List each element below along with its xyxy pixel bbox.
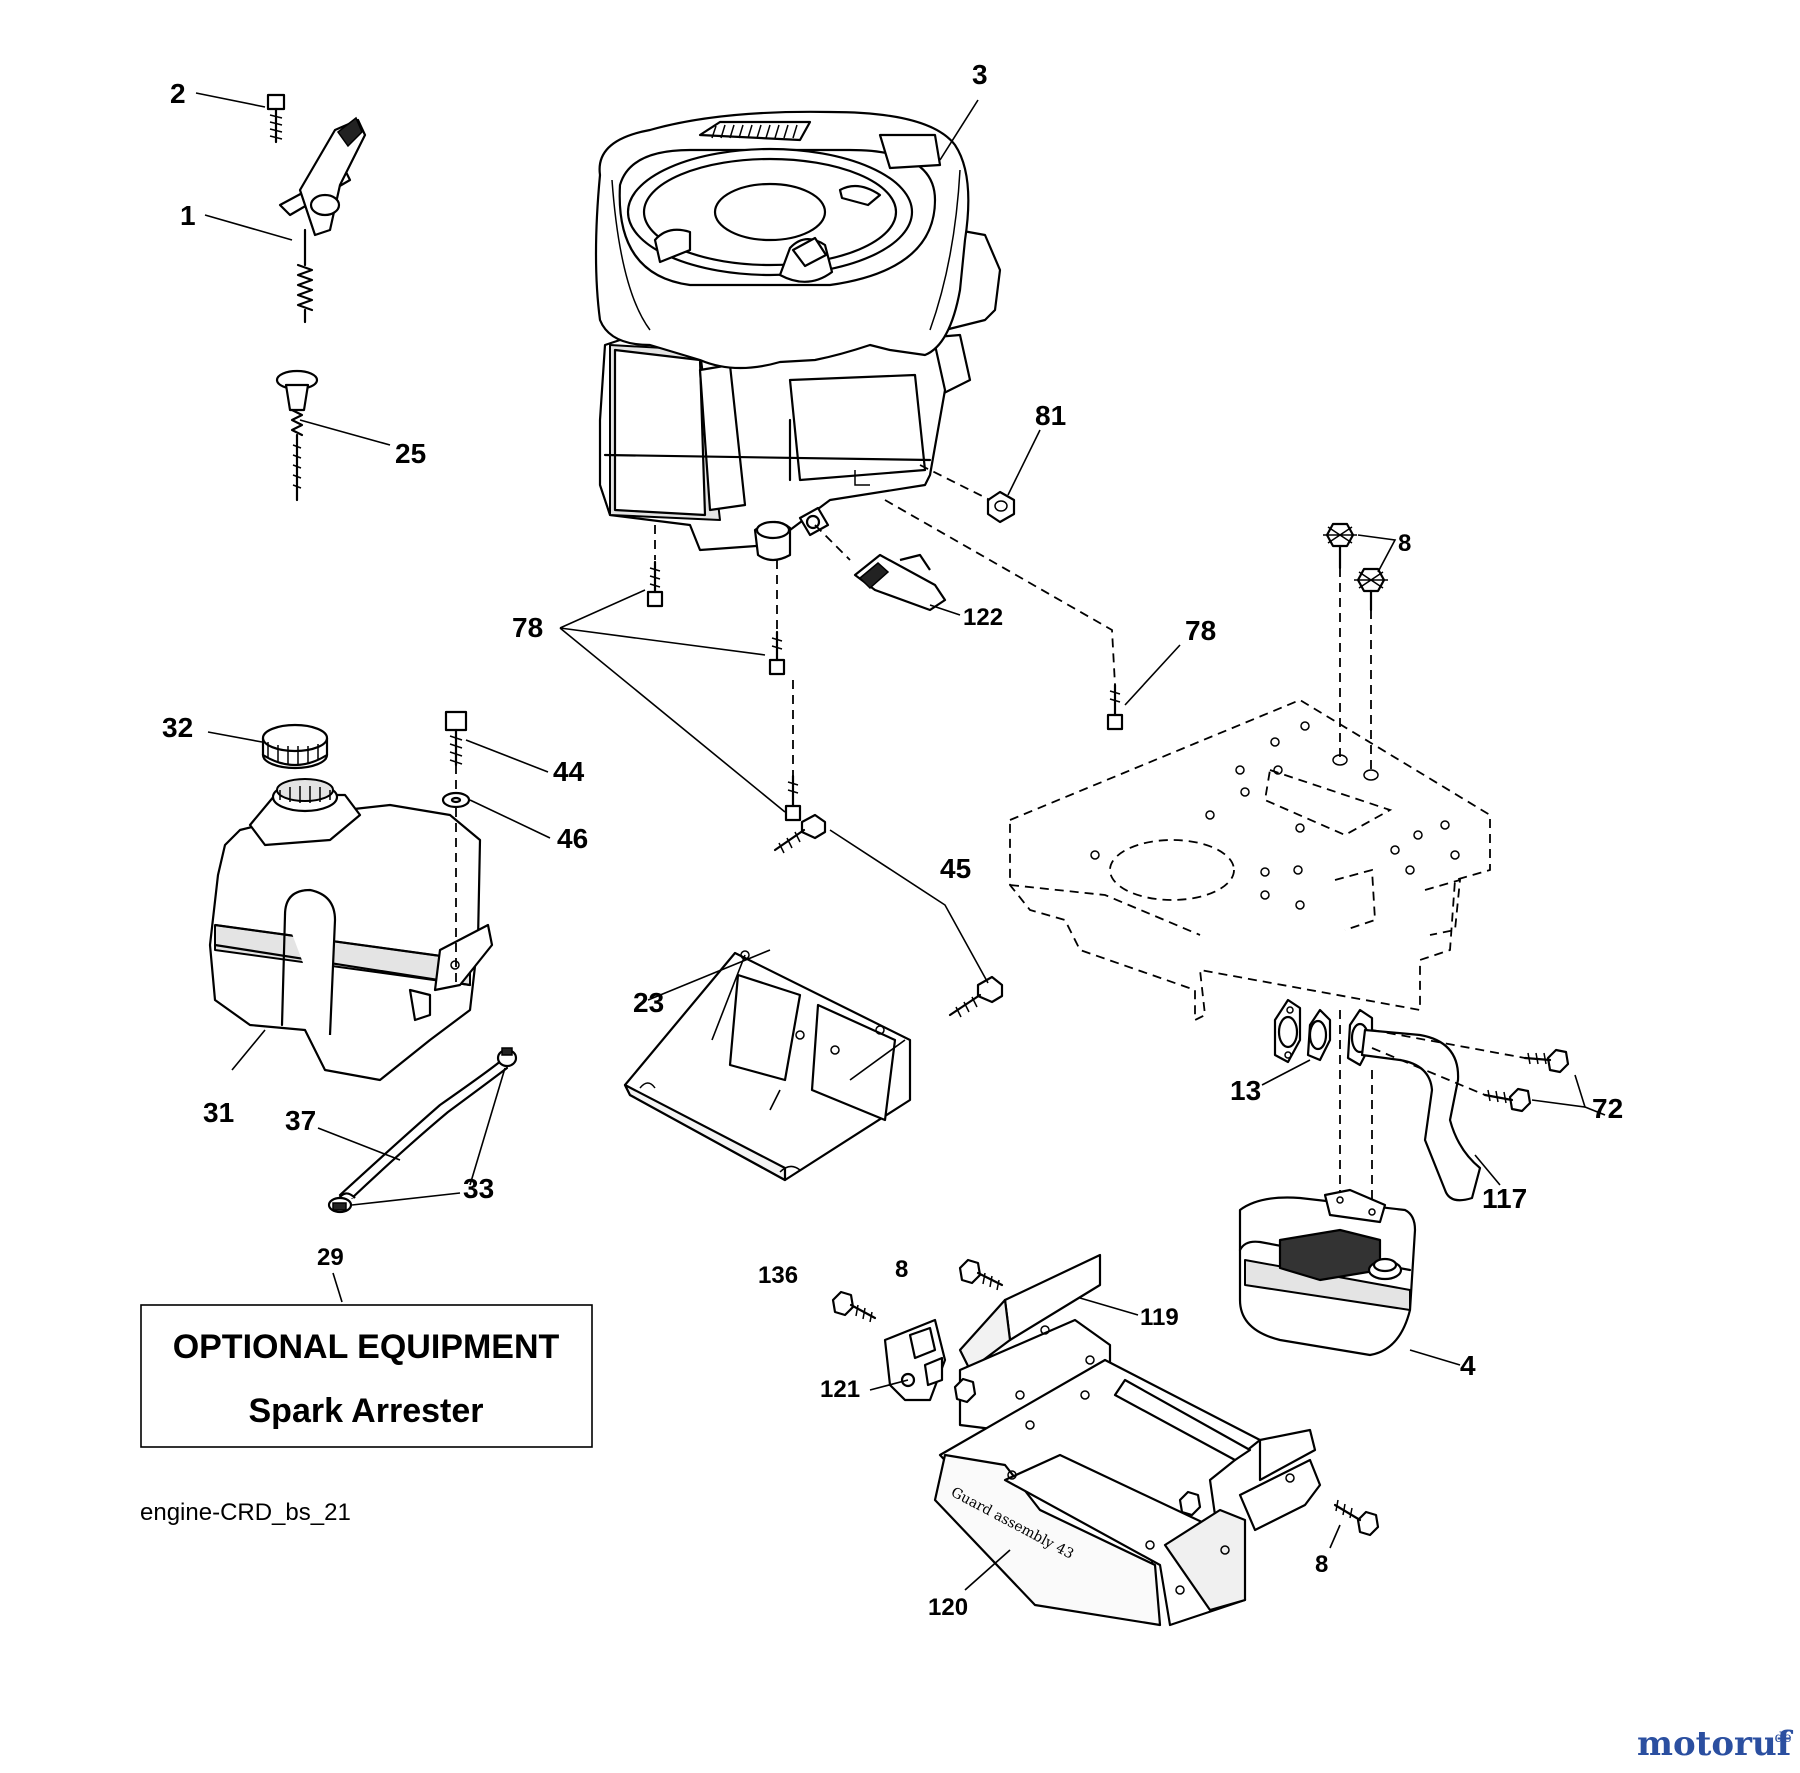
screw-44-part xyxy=(444,710,468,767)
callout-46: 46 xyxy=(557,823,588,854)
callout-3: 3 xyxy=(972,59,988,90)
gasket-13-part xyxy=(1273,998,1302,1064)
logo-text: motoruf xyxy=(1637,1724,1794,1764)
callout-33: 33 xyxy=(463,1173,494,1204)
callout-72: 72 xyxy=(1592,1093,1623,1124)
engine-bolts-78-part xyxy=(646,560,1124,822)
callout-32: 32 xyxy=(162,712,193,743)
callout-4: 4 xyxy=(1460,1350,1476,1381)
callout-121: 121 xyxy=(820,1376,860,1403)
logo-suffix: .de xyxy=(1770,1730,1792,1746)
optional-equipment-box xyxy=(140,1304,593,1448)
shoulder-screws-8-part xyxy=(1323,522,1388,612)
muffler-4-part xyxy=(1238,1188,1417,1357)
callout-78-left: 78 xyxy=(512,612,543,643)
callout-136: 136 xyxy=(758,1262,798,1289)
callout-120: 120 xyxy=(928,1594,968,1621)
callout-8-top: 8 xyxy=(1398,530,1411,557)
callout-1: 1 xyxy=(180,200,196,231)
washer-46-part xyxy=(441,791,471,809)
callout-23: 23 xyxy=(633,987,664,1018)
choke-knob-part xyxy=(275,369,319,502)
callout-31: 31 xyxy=(203,1097,234,1128)
throttle-control-part xyxy=(266,93,367,324)
guard-assembly-120-part: Guard assembly 43 xyxy=(933,1358,1322,1627)
callout-2: 2 xyxy=(170,78,186,109)
fuel-line-37-part xyxy=(327,1047,518,1214)
screws-45-part xyxy=(773,813,1004,1018)
motoruf-logo: motoruf .de xyxy=(1637,1724,1794,1764)
callout-29: 29 xyxy=(317,1244,344,1271)
callout-44: 44 xyxy=(553,756,585,787)
callout-25: 25 xyxy=(395,438,426,469)
callout-45: 45 xyxy=(940,853,971,884)
optional-equipment-title: OPTIONAL EQUIPMENT xyxy=(173,1328,560,1366)
callout-78-right: 78 xyxy=(1185,615,1216,646)
diagram-caption: engine-CRD_bs_21 xyxy=(140,1499,351,1526)
fuel-tank-part xyxy=(208,723,494,1082)
callout-119: 119 xyxy=(1140,1304,1179,1331)
exhaust-pipe-117-part xyxy=(1306,1008,1482,1202)
callout-81: 81 xyxy=(1035,400,1066,431)
callout-8-lower: 8 xyxy=(1315,1551,1328,1578)
nut-81-part xyxy=(986,490,1016,524)
optional-equipment-subtitle: Spark Arrester xyxy=(249,1392,484,1430)
bolts-72-part xyxy=(1483,1048,1570,1113)
callout-117: 117 xyxy=(1482,1183,1527,1214)
callout-122: 122 xyxy=(963,604,1003,631)
shield-23-part xyxy=(623,950,912,1182)
frame-outline xyxy=(1009,698,1491,1022)
callout-8-upper: 8 xyxy=(895,1256,908,1283)
arrester-screws-part xyxy=(831,1258,1380,1537)
callout-37: 37 xyxy=(285,1105,316,1136)
callout-13: 13 xyxy=(1230,1075,1261,1106)
engine-part xyxy=(594,110,1002,562)
spark-arrester-bracket-121-part xyxy=(883,1318,947,1402)
heat-shield-122-part xyxy=(853,553,947,612)
